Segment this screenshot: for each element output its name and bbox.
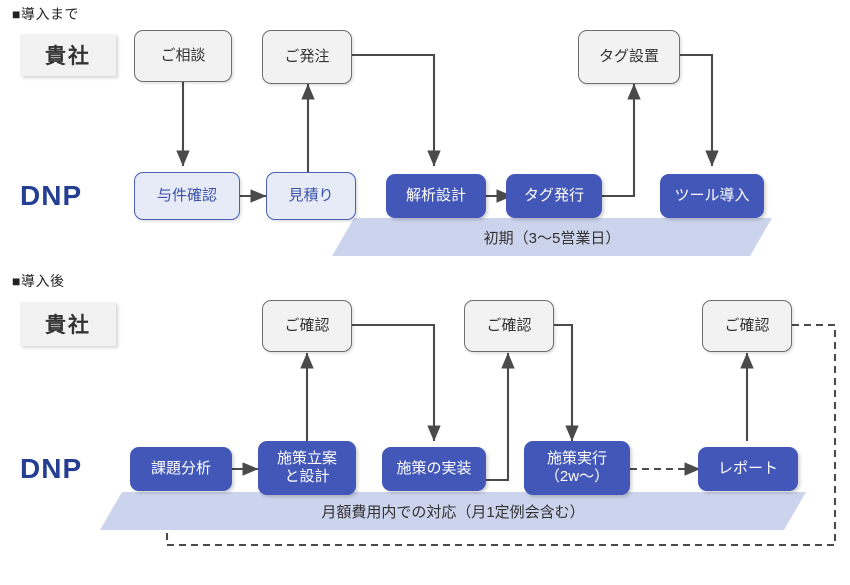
node-tag-issue[interactable]: タグ発行 xyxy=(506,174,602,218)
phase-banner-before xyxy=(332,218,772,256)
lane-label-client-after: 貴社 xyxy=(20,302,116,346)
node-analysis-design[interactable]: 解析設計 xyxy=(386,174,486,218)
edge-tagissue-to-tagset xyxy=(602,83,641,198)
node-requirement-check[interactable]: 与件確認 xyxy=(134,172,240,220)
node-check-2[interactable]: ご確認 xyxy=(464,300,554,352)
phase-banner-label-after: 月額費用内での対応（月1定例会含む） xyxy=(321,503,585,521)
edge-impl-to-check2 xyxy=(486,352,515,482)
node-measure-execution[interactable]: 施策実行 （2w〜） xyxy=(524,441,630,495)
node-check-1[interactable]: ご確認 xyxy=(262,300,352,352)
node-report[interactable]: レポート xyxy=(698,447,798,491)
node-measure-planning[interactable]: 施策立案 と設計 xyxy=(258,441,356,495)
node-consult[interactable]: ご相談 xyxy=(134,30,232,82)
phase-banner-after xyxy=(100,492,806,530)
edge-tagset-to-tool xyxy=(680,53,719,167)
node-tool-intro[interactable]: ツール導入 xyxy=(660,174,764,218)
node-order[interactable]: ご発注 xyxy=(262,30,352,84)
node-quote[interactable]: 見積り xyxy=(266,172,356,220)
lane-label-dnp-after: DNP xyxy=(20,453,83,484)
node-measure-implementation[interactable]: 施策の実装 xyxy=(382,447,486,491)
node-issue-analysis[interactable]: 課題分析 xyxy=(130,447,232,491)
lane-label-dnp-before: DNP xyxy=(20,180,83,211)
edge-order-to-design xyxy=(352,53,441,167)
node-tag-install[interactable]: タグ設置 xyxy=(578,30,680,84)
edge-check1-to-impl xyxy=(352,323,441,442)
node-check-3[interactable]: ご確認 xyxy=(702,300,792,352)
edge-check2-to-exec xyxy=(553,323,579,442)
lane-label-client-before: 貴社 xyxy=(20,34,116,76)
phase-banner-label-before: 初期（3〜5営業日） xyxy=(483,229,621,247)
section-heading-after: ■導入後 xyxy=(12,273,65,289)
section-heading-before: ■導入まで xyxy=(12,6,79,22)
